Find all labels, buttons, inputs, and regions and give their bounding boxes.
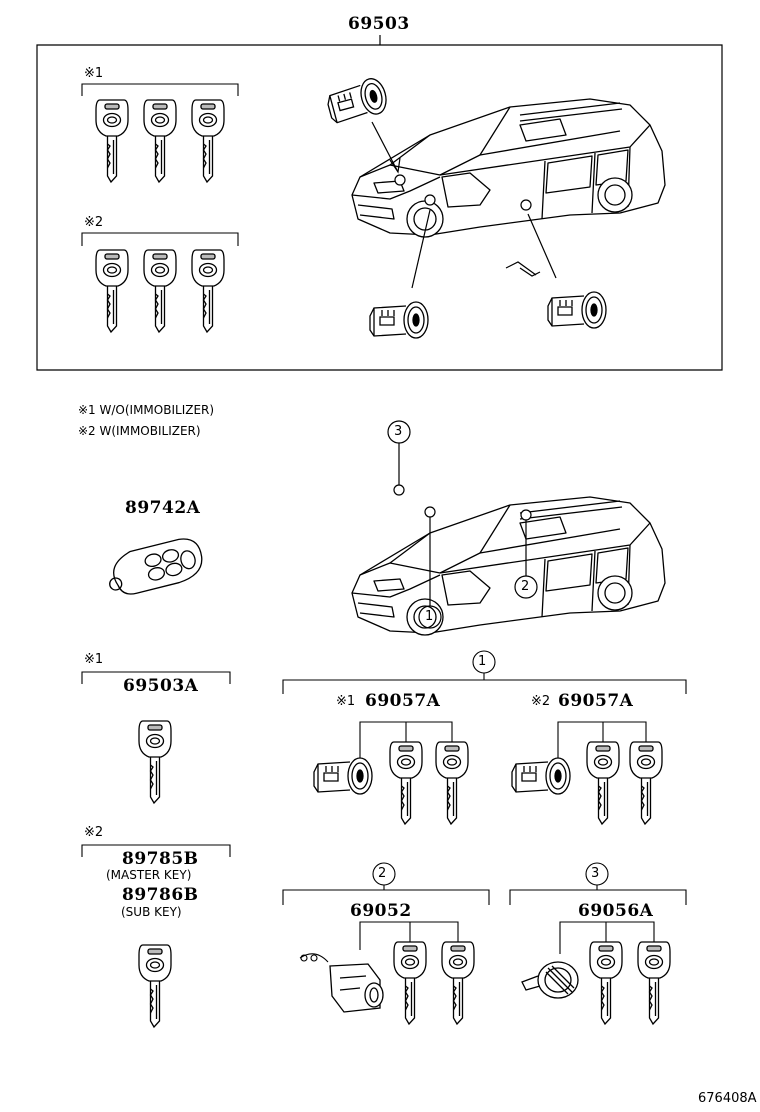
key-icon <box>435 741 469 825</box>
set-1-variant-b-part-number: 69057A <box>558 691 634 711</box>
set-2-part-number: 69052 <box>350 901 412 921</box>
legend-note-1: ※1 W/O(IMMOBILIZER) <box>78 403 215 417</box>
master-key-caption: (MASTER KEY) <box>106 868 192 882</box>
ignition-cylinder-icon <box>369 301 429 339</box>
key-icon <box>589 941 623 1025</box>
sub-key-caption: (SUB KEY) <box>121 905 182 919</box>
key-wo-immobilizer-part-number: 69503A <box>123 676 199 696</box>
set-3-bracket <box>510 863 686 954</box>
remote-fob-icon <box>103 535 206 599</box>
kit-group-1-mark: ※1 <box>84 66 104 81</box>
vehicle-location-illustration <box>351 496 666 636</box>
key-wo-immobilizer-mark: ※1 <box>84 652 104 667</box>
glove-box-cylinder-icon <box>522 962 578 998</box>
set-1-variant-b-mark: ※2 <box>531 694 551 709</box>
key-icon <box>143 99 177 183</box>
key-w-immobilizer-mark: ※2 <box>84 825 104 840</box>
key-icon <box>143 249 177 333</box>
set-1-callout-label: 1 <box>478 654 487 669</box>
callout-lines <box>388 421 537 628</box>
figure-id: 676408A <box>698 1091 757 1106</box>
set-3-part-number: 69056A <box>578 901 654 921</box>
key-icon <box>95 249 129 333</box>
set-3-callout-label: 3 <box>591 866 600 881</box>
master-key-part-number: 89785B <box>122 849 199 869</box>
callout-1-label: 1 <box>425 609 434 624</box>
kit-group-2-mark: ※2 <box>84 215 104 230</box>
assembly-frame <box>37 35 722 370</box>
remote-part-number: 89742A <box>125 498 201 518</box>
door-cylinder-icon <box>511 757 571 795</box>
key-icon <box>629 741 663 825</box>
key-icon <box>95 99 129 183</box>
key-icon <box>441 941 475 1025</box>
set-1-variant-a-mark: ※1 <box>336 694 356 709</box>
key-icon <box>393 941 427 1025</box>
key-icon <box>389 741 423 825</box>
set-2-callout-label: 2 <box>378 866 387 881</box>
key-icon <box>191 99 225 183</box>
callout-2-label: 2 <box>521 579 530 594</box>
door-cylinder-icon <box>547 291 607 329</box>
set-1-variant-a-part-number: 69057A <box>365 691 441 711</box>
key-icon <box>637 941 671 1025</box>
glove-box-cylinder-icon <box>323 75 391 127</box>
legend-note-2: ※2 W(IMMOBILIZER) <box>78 424 201 438</box>
key-icon <box>586 741 620 825</box>
door-cylinder-icon <box>313 757 373 795</box>
key-icon <box>138 944 172 1028</box>
sub-key-part-number: 89786B <box>122 885 199 905</box>
key-icon <box>138 720 172 804</box>
key-icon <box>191 249 225 333</box>
location-arrows <box>372 122 556 288</box>
callout-3-label: 3 <box>394 424 403 439</box>
ignition-switch-icon <box>330 964 383 1012</box>
assembly-part-number: 69503 <box>348 14 410 34</box>
set-1-bracket <box>283 651 686 764</box>
set-2-bracket <box>283 863 489 962</box>
